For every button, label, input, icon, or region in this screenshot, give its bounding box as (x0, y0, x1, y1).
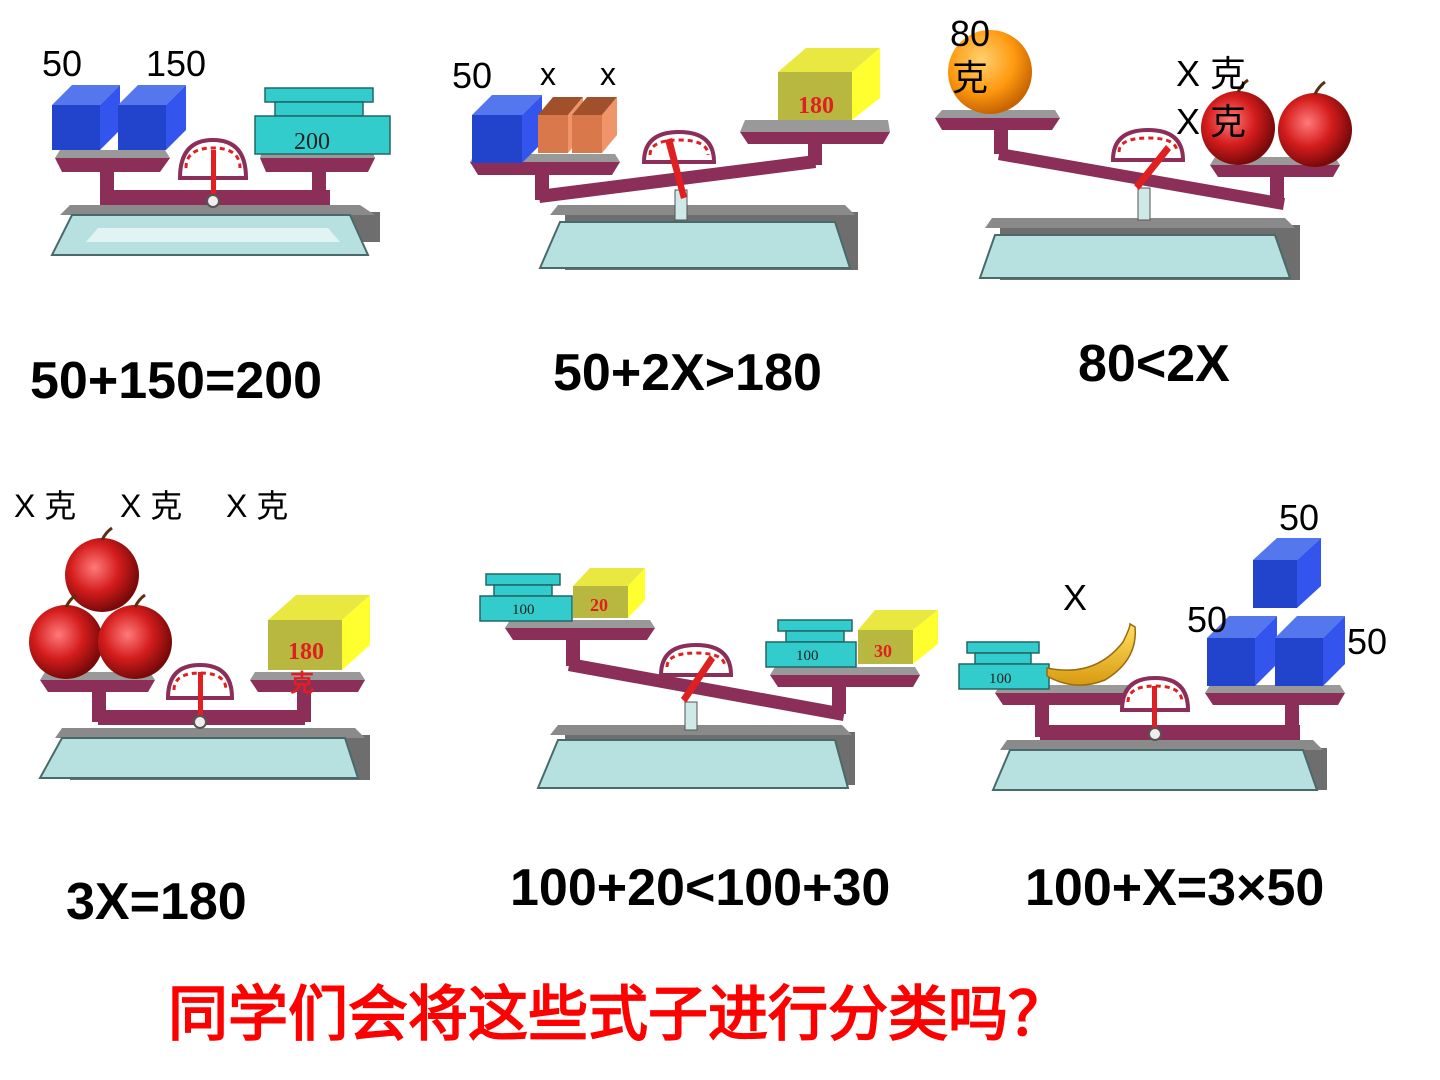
olive-block (858, 610, 938, 664)
blue-cube (1253, 538, 1321, 608)
weight-value: 100 (512, 602, 535, 618)
teal-weight (479, 573, 573, 622)
balance-scale-5 (479, 568, 938, 789)
apple (98, 593, 172, 679)
weight-label: 150 (146, 43, 207, 84)
weight-label: 50 (1279, 497, 1320, 538)
balance-panel-4: X 克 X 克 X 克 180 克 (0, 480, 420, 800)
weight-value: 100 (989, 671, 1012, 687)
apple (1278, 80, 1352, 167)
weight-label: x (540, 56, 556, 92)
teal-weight (254, 87, 391, 155)
orange-fruit (948, 30, 1032, 114)
banana (1046, 622, 1136, 686)
blue-cube (1207, 616, 1277, 686)
orange-block (572, 97, 617, 153)
weight-unit: 克 (290, 671, 314, 697)
balance-panel-5: 100 20 100 30 (470, 540, 950, 800)
blue-cube (52, 85, 120, 150)
equation: 100+20<100+30 (510, 859, 891, 917)
question-text: 同学们会将这些式子进行分类吗？ (168, 980, 1068, 1050)
balance-scale-3 (935, 30, 1352, 280)
balance-scale-1 (50, 85, 391, 256)
balance-scale-6 (958, 538, 1345, 791)
weight-label: 克 (952, 57, 989, 98)
weight-label: X (1063, 577, 1088, 618)
teal-weight (765, 619, 857, 668)
weight-label: X 克 (1176, 101, 1247, 142)
weight-label: 50 (1347, 621, 1388, 662)
weight-value: 30 (874, 641, 892, 661)
balance-panel-2: 50 x x 180 (440, 0, 900, 300)
olive-block (573, 568, 645, 618)
balance-panel-1: 50 150 200 (0, 0, 420, 300)
balance-panel-3: 80 克 X 克 X 克 (930, 0, 1370, 300)
weight-value: 100 (796, 648, 819, 664)
weight-label: X 克 (14, 488, 77, 524)
teal-weight (958, 641, 1050, 690)
weight-label: 50 (1187, 599, 1228, 640)
apple (29, 593, 103, 679)
weight-value: 20 (590, 595, 608, 615)
weight-value: 180 (288, 639, 324, 665)
olive-block (778, 48, 880, 120)
equation: 3X=180 (66, 873, 247, 931)
blue-cube (118, 85, 186, 150)
weight-value: 180 (798, 93, 834, 119)
balance-scale-2 (470, 48, 890, 270)
balance-panel-6: 100 X 50 50 50 (955, 500, 1415, 800)
equation: 50+150=200 (30, 352, 323, 410)
blue-cube (1275, 616, 1345, 686)
weight-label: X 克 (226, 488, 289, 524)
weight-label: 50 (42, 43, 83, 84)
weight-label: 50 (452, 55, 493, 96)
apple (65, 526, 139, 612)
apple (1201, 78, 1275, 165)
weight-label: x (600, 56, 616, 92)
equation: 80<2X (1078, 335, 1230, 393)
equation: 50+2X>180 (553, 344, 822, 402)
blue-cube (472, 95, 542, 163)
olive-block (268, 595, 370, 670)
weight-value: 200 (294, 129, 330, 155)
equation: 100+X=3×50 (1025, 859, 1325, 917)
weight-label: X 克 (120, 488, 183, 524)
balance-scale-4 (29, 526, 370, 780)
weight-label: 80 (950, 13, 991, 54)
weight-label: X 克 (1176, 53, 1247, 94)
